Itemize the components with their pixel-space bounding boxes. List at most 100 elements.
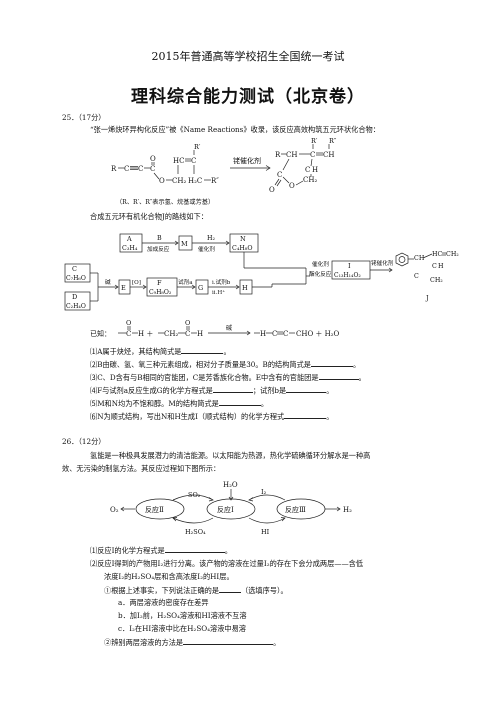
svg-text:HC: HC	[173, 157, 184, 165]
svg-text:C: C	[277, 171, 282, 179]
cycle-reaction-1: 反应Ⅰ	[217, 505, 234, 514]
known-product: CHO ＋ H₂O	[296, 330, 340, 338]
svg-text:R′: R′	[311, 137, 318, 145]
q26-item-2-2: ②辨别两层溶液的方法是。	[104, 637, 281, 647]
route-reagent-a: 试剂a	[178, 278, 193, 286]
route-rh-cond: 铑催化剂	[371, 259, 394, 267]
route-c-formula: C₇H₆O	[66, 275, 86, 282]
cycle-o2: O₂	[110, 506, 119, 514]
cycle-so2: SO₂	[188, 491, 201, 499]
reactant-r-label: R	[111, 165, 117, 173]
svg-text:CH: CH	[414, 255, 425, 262]
route-base: 碱	[105, 279, 111, 286]
answer-blank[interactable]	[219, 585, 242, 593]
svg-text:C: C	[272, 330, 277, 338]
known-reaction: 已知： C O H ＋ CH₂ C O H 碱 H C C CHO ＋ H₂O	[90, 319, 340, 338]
svg-text:C: C	[432, 263, 437, 270]
route-a-name: A	[126, 235, 132, 243]
q25-item-5: ⑸M和N均为不饱和醇。M的结构简式是。	[90, 398, 269, 408]
svg-text:C: C	[126, 330, 131, 338]
svg-text:CH₂: CH₂	[446, 251, 459, 258]
synthesis-route: A C₃H₄ B 加成反应 M H₂ 催化剂 N C₄H₈O 催化剂 酯化反应 …	[64, 233, 459, 311]
route-a-formula: C₃H₄	[122, 245, 138, 252]
route-d-name: D	[72, 293, 77, 301]
cycle-h2so4: H₂SO₄	[185, 528, 206, 536]
route-n-name: N	[240, 235, 246, 243]
route-g-name: G	[198, 284, 203, 292]
svg-text:C: C	[191, 157, 196, 165]
svg-text:C: C	[124, 165, 129, 173]
svg-text:CH₂: CH₂	[172, 177, 186, 185]
catalyst-label: 铑催化剂	[233, 156, 261, 165]
svg-text:C: C	[138, 165, 143, 173]
svg-text:H: H	[260, 330, 266, 338]
question-25-intro: “张一烯炔环异构化反应”被《Name Reactions》收录，该反应高效构筑五…	[90, 125, 380, 134]
svg-text:C: C	[414, 273, 419, 280]
q25-item-3: ⑶C、D含有与B相同的官能团，C是芳香族化合物。E中含有的官能团是。	[90, 372, 366, 382]
svg-text:O: O	[126, 319, 131, 327]
answer-blank[interactable]	[181, 346, 224, 354]
svg-text:R′: R′	[194, 143, 201, 151]
svg-text:H₂C: H₂C	[188, 177, 202, 185]
svg-text:CH₂: CH₂	[303, 176, 317, 184]
q25-item-2: ⑵B由碳、氢、氧三种元素组成，相对分子质量是30。B的结构简式是。	[90, 359, 361, 369]
svg-text:H: H	[312, 166, 318, 174]
q25-item-4: ⑷F与试剂a反应生成G的化学方程式是；试剂b是。	[90, 385, 334, 395]
q26-item-2-cont: 浓度I₂的H₂SO₄层和含高浓度I₂的HI层。	[104, 572, 234, 581]
cycle-h2: H₂	[343, 506, 352, 514]
route-cat-cond2: 酯化反应	[309, 270, 332, 278]
q25-item-6: ⑹N为顺式结构，写出N和H生成I（顺式结构）的化学方程式。	[90, 411, 334, 421]
route-j-name: J	[425, 295, 429, 302]
route-cat-cond: 催化剂	[312, 260, 329, 268]
svg-text:O: O	[159, 177, 165, 185]
route-intro: 合成五元环有机化合物J的路线如下：	[90, 212, 208, 221]
answer-blank[interactable]	[212, 385, 253, 393]
svg-text:C: C	[150, 165, 155, 173]
cycle-hi: HI	[261, 528, 270, 536]
cycle-i2: I₂	[261, 488, 267, 496]
svg-text:R″: R″	[329, 137, 337, 145]
route-b-name: B	[157, 235, 162, 242]
cycle-reaction-3: 反应Ⅲ	[285, 505, 306, 514]
route-f-formula: C₉H₈O₂	[149, 289, 172, 296]
answer-blank[interactable]	[286, 385, 327, 393]
q26-item-1: ⑴反应Ⅰ的化学方程式是。	[90, 545, 232, 555]
svg-text:HC: HC	[432, 251, 442, 258]
answer-blank[interactable]	[284, 411, 327, 419]
svg-text:C: C	[185, 330, 190, 338]
question-25-number: 25．（17分）	[62, 113, 106, 122]
answer-blank[interactable]	[310, 359, 353, 367]
question-26-intro-1: 氢能是一种极具发展潜力的清洁能源。以太阳能为热源，热化学硫碘循环分解水是一种高	[90, 451, 371, 460]
name-reaction-scheme: R C C C O O CH₂ HC C R′ H₂C R″ 铑催化剂 R CH…	[111, 137, 337, 194]
answer-blank[interactable]	[318, 372, 359, 380]
q26-option-c[interactable]: c．I₂在HI溶液中比在H₂SO₄溶液中易溶	[118, 624, 246, 633]
route-i-formula: C₁₃H₁₄O₂	[334, 272, 361, 279]
svg-text:C: C	[283, 330, 288, 338]
answer-blank[interactable]	[164, 545, 225, 553]
svg-text:R″: R″	[211, 177, 219, 185]
answer-blank[interactable]	[218, 398, 261, 406]
route-h2: H₂	[207, 235, 215, 242]
route-c-name: C	[72, 265, 77, 273]
svg-text:H: H	[197, 330, 203, 338]
route-i-name: I	[348, 262, 351, 270]
svg-text:H ＋: H ＋	[138, 330, 153, 338]
q26-option-a[interactable]: a．两层溶液的密度存在差异	[118, 598, 209, 607]
route-h-name: H	[242, 284, 248, 292]
q25-item-1: ⑴A属于炔烃，其结构简式是。	[90, 346, 231, 356]
substituent-note: （R、R′、R″表示氢、烷基或芳基）	[116, 199, 215, 206]
svg-text:CH: CH	[323, 151, 334, 159]
answer-blank[interactable]	[183, 637, 274, 645]
q26-option-b[interactable]: b．加I₂前，H₂SO₄溶液和HI溶液不互溶	[118, 611, 247, 620]
svg-text:CH: CH	[286, 151, 297, 159]
route-reagent-b2: ii.H⁺	[212, 289, 225, 296]
route-f-name: F	[157, 279, 162, 287]
q26-item-2: ⑵反应Ⅰ得到的产物用I₂进行分离。该产物的溶液在过量I₂的存在下会分成两层——含…	[90, 559, 364, 568]
route-m-name: M	[181, 240, 188, 248]
svg-text:C: C	[305, 166, 310, 174]
si-cycle-diagram: H₂O O₂ 反应Ⅱ 反应Ⅰ 反应Ⅲ H₂ SO₂ H₂SO₄ I₂ HI	[110, 481, 352, 536]
svg-text:C: C	[310, 151, 315, 159]
svg-text:CH₂: CH₂	[430, 277, 443, 284]
known-base: 碱	[226, 325, 232, 332]
route-n-formula: C₄H₈O	[232, 245, 253, 252]
